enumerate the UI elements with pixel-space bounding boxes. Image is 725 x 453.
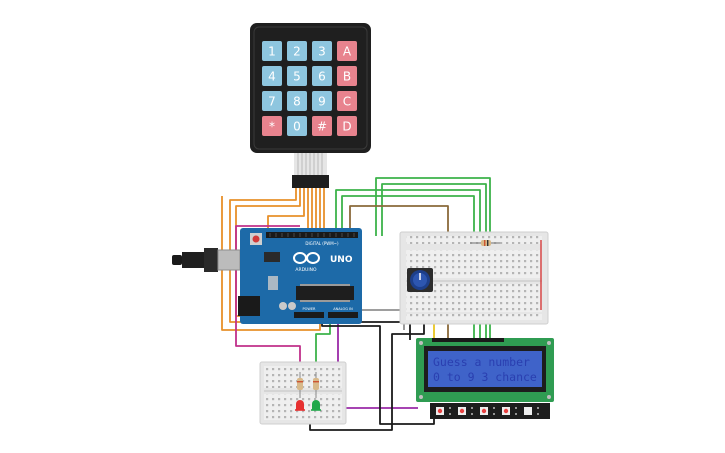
led-1	[312, 400, 320, 410]
breadboard-main	[399, 231, 549, 325]
arduino-brand: ARDUINO	[295, 267, 317, 273]
arduino-uno[interactable]: DIGITAL (PWM~) UNO ARDUINO POWER ANALOG …	[172, 228, 362, 324]
potentiometer[interactable]	[407, 268, 433, 292]
lcd-line-2: 0 to 9 3 chance	[433, 370, 537, 384]
resistor-led-2	[313, 378, 319, 390]
keypad-key-1-3[interactable]	[337, 66, 357, 86]
keypad-key-2-3[interactable]	[337, 91, 357, 111]
arduino-logo	[293, 252, 320, 264]
resistor-led-1	[297, 378, 303, 390]
keypad-key-3-1[interactable]	[287, 116, 307, 136]
wire-keypad-1[interactable]	[229, 188, 297, 323]
keypad-key-3-3[interactable]	[337, 116, 357, 136]
keypad-key-1-1[interactable]	[287, 66, 307, 86]
led-0	[296, 400, 304, 410]
keypad-key-label: 7	[268, 95, 276, 109]
keypad-key-label: 4	[268, 70, 276, 84]
led-strip-pixels	[436, 407, 532, 415]
keypad-key-label: 6	[318, 70, 326, 84]
keypad-key-3-2[interactable]	[312, 116, 332, 136]
wire-purple-lcd[interactable]	[337, 318, 418, 409]
keypad-key-label: A	[343, 45, 352, 59]
atmega-chip	[296, 286, 354, 300]
lcd-screen	[428, 351, 542, 387]
keypad-key-0-3[interactable]	[337, 41, 357, 61]
keypad-key-label: 9	[318, 95, 326, 109]
keypad-key-label: *	[269, 120, 275, 134]
led-base	[311, 409, 321, 411]
wire-black-2[interactable]	[321, 318, 435, 425]
lcd-line-1: Guess a number	[433, 355, 530, 369]
keypad-key-2-0[interactable]	[262, 91, 282, 111]
keypad-key-label: 8	[293, 95, 301, 109]
keypad-key-label: D	[342, 120, 351, 134]
keypad-key-label: 1	[268, 45, 276, 59]
power-jack	[238, 296, 260, 316]
led-circuit	[295, 372, 321, 411]
keypad-key-0-2[interactable]	[312, 41, 332, 61]
wire-keypad-3[interactable]	[267, 188, 305, 235]
power-header[interactable]	[294, 312, 324, 318]
keypad-key-1-0[interactable]	[262, 66, 282, 86]
keypad-key-0-0[interactable]	[262, 41, 282, 61]
keypad-key-0-1[interactable]	[287, 41, 307, 61]
digital-label: DIGITAL (PWM~)	[305, 241, 339, 246]
keypad-key-label: B	[343, 70, 351, 84]
keypad-key-2-2[interactable]	[312, 91, 332, 111]
keypad-key-label: 5	[293, 70, 301, 84]
led-base	[295, 409, 305, 411]
power-label: POWER	[303, 307, 317, 311]
keypad-keys: 1 2 3 A 4 5 6 B 7 8 9 C * 0 # D	[262, 41, 357, 136]
reset-button[interactable]	[252, 235, 260, 243]
lcd-display: Guess a number 0 to 9 3 chance	[416, 338, 554, 419]
keypad-key-label: 0	[293, 120, 301, 134]
keypad-key-label: 3	[318, 45, 326, 59]
leds	[295, 400, 321, 411]
keypad-connector	[292, 175, 329, 188]
usb-cable	[172, 255, 182, 265]
breadboard-small	[259, 361, 347, 425]
keypad-key-3-0[interactable]	[262, 116, 282, 136]
keypad-ribbon-traces	[297, 153, 323, 175]
keypad: 1 2 3 A 4 5 6 B 7 8 9 C * 0 # D	[250, 23, 371, 188]
keypad-key-label: #	[317, 120, 327, 134]
analog-label: ANALOG IN	[333, 307, 353, 311]
keypad-key-label: C	[343, 95, 351, 109]
analog-header[interactable]	[328, 312, 358, 318]
wire-black-3[interactable]	[309, 322, 425, 431]
keypad-key-1-2[interactable]	[312, 66, 332, 86]
arduino-model: UNO	[330, 255, 353, 265]
keypad-key-2-1[interactable]	[287, 91, 307, 111]
resistor-main	[470, 240, 500, 246]
keypad-key-label: 2	[293, 45, 301, 59]
